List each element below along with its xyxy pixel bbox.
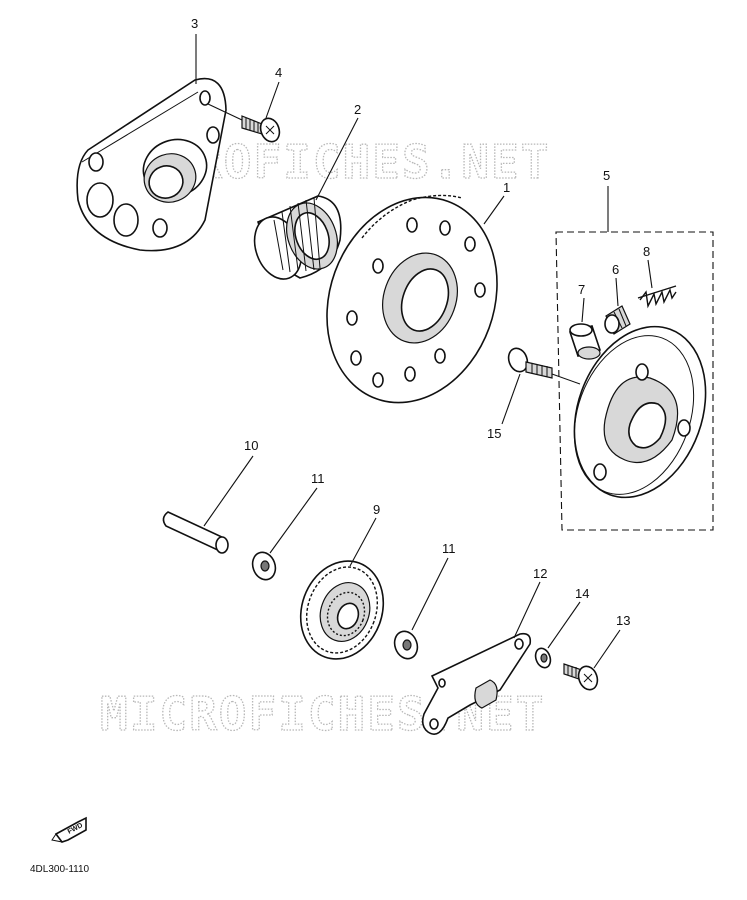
callout-3: 3 [191,16,198,31]
part-11-washer-b [393,630,419,660]
part-9-gear [299,560,385,660]
callout-14: 14 [575,586,589,601]
group-5-box [555,186,714,531]
callout-4: 4 [275,65,282,80]
part-13-screw [563,663,599,691]
part-3-plate [76,77,227,252]
callout-8: 8 [643,244,650,259]
part-6-plunger [604,305,631,335]
callout-7: 7 [578,282,585,297]
callout-5: 5 [603,168,610,183]
part-11-washer-a [251,551,277,581]
part-10-pin [162,511,229,554]
callout-2: 2 [354,102,361,117]
callout-9: 9 [373,502,380,517]
callout-6: 6 [612,262,619,277]
callout-13: 13 [616,613,630,628]
part-14-washer [534,647,552,669]
part-7-roller [568,323,602,360]
callout-12: 12 [533,566,547,581]
callout-15: 15 [487,426,501,441]
part-12-bracket [421,632,532,735]
part-1-gear-disc [326,194,498,404]
part-5-clutch-outer [573,325,707,499]
callout-1: 1 [503,180,510,195]
diagram-code: 4DL300-1110 [30,864,90,875]
part-2-bearing [253,195,342,280]
callout-10: 10 [244,438,258,453]
part-4-screw [207,103,281,143]
callout-11-a: 11 [311,471,325,486]
leader-lines [195,34,653,669]
part-15-bolt [507,347,581,385]
callout-11-b: 11 [442,541,456,556]
fwd-arrow-icon: FWD [51,816,87,843]
part-8-spring [637,285,677,309]
